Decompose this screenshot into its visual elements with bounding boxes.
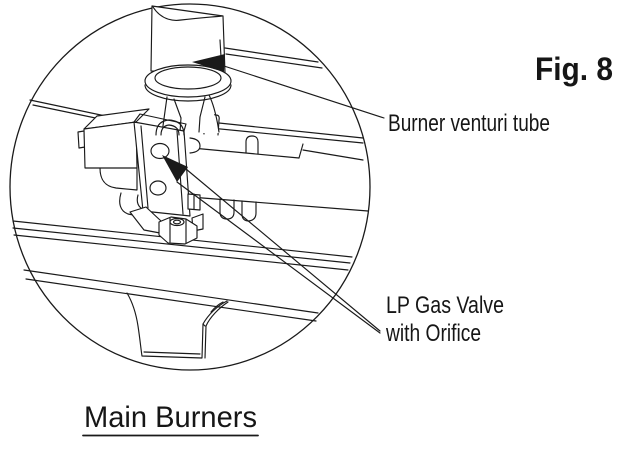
valve-hole-bottom bbox=[149, 180, 167, 196]
venturi-arrow bbox=[192, 54, 385, 119]
venturi-throat-arch bbox=[155, 119, 185, 136]
detail-circle bbox=[9, 3, 371, 371]
venturi-leader-line bbox=[223, 65, 385, 119]
venturi-throat-arch-inner bbox=[160, 124, 180, 136]
valve-arrow bbox=[162, 155, 381, 334]
manifold-back-edge bbox=[224, 47, 323, 69]
mounting-block bbox=[77, 108, 150, 191]
gas-valve-bracket bbox=[133, 113, 191, 217]
callout-venturi-label: Burner venturi tube bbox=[388, 110, 550, 137]
valve-boss bbox=[189, 137, 201, 154]
hex-nut bbox=[158, 216, 198, 245]
bell-collar bbox=[144, 64, 232, 102]
valve-lower-parts bbox=[119, 192, 204, 245]
venturi-funnel bbox=[161, 94, 220, 134]
callout-valve-label-line1: LP Gas Valve bbox=[386, 292, 504, 319]
valve-leader-line bbox=[176, 181, 381, 334]
callout-valve-label-line2: with Orifice bbox=[385, 320, 481, 347]
figure-caption: Main Burners bbox=[84, 401, 257, 434]
valve-leader-line bbox=[185, 168, 381, 332]
figure-label: Fig. 8 bbox=[535, 51, 613, 87]
burner-cutout bbox=[126, 292, 229, 359]
rail-top-tab bbox=[245, 135, 259, 155]
manifold-rail-right bbox=[189, 119, 369, 222]
valve-hole-top bbox=[150, 142, 170, 160]
bracket-foot bbox=[119, 192, 145, 218]
